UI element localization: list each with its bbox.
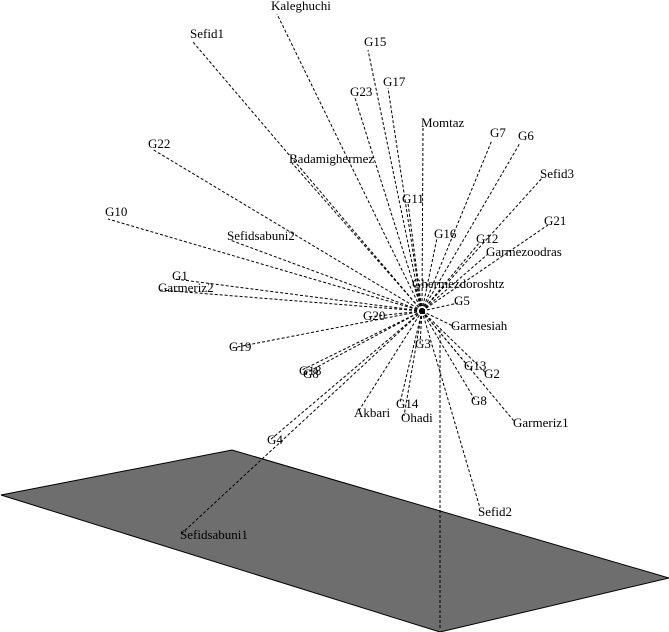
node-label-g3: G3 [415,336,431,351]
node-label-garmeriz1: Garmeriz1 [513,415,569,430]
ray-g5 [421,302,459,312]
ray-g7 [421,139,493,312]
node-label-g4: G4 [267,432,283,447]
node-label-g10: G10 [105,204,127,219]
ray-sefid3 [421,176,544,312]
ray-g15 [367,49,423,312]
node-label-akbari: Akbari [354,405,390,420]
ray-g18 [301,310,423,371]
ray-sefid1 [192,41,423,312]
node-label-g14: G14 [396,396,419,411]
rays-group [107,13,549,628]
node-label-g2: G2 [484,366,500,381]
node-label-g1: G1 [172,268,188,283]
ray-g12 [421,241,481,312]
node-label-g8b: G8 [303,366,319,381]
ray-badamighermez [291,162,423,312]
ray-g16 [421,237,438,312]
ray-g2 [421,310,488,375]
ray-ohadi [403,310,423,417]
ray-garmeriz2 [159,289,423,312]
ray-g22 [151,148,423,312]
ray-sefidsabuni2 [229,239,423,312]
node-label-g12: G12 [476,231,498,246]
node-label-g21: G21 [544,213,566,228]
ray-g11 [407,202,423,312]
ray-ghermezdoroshtz [414,284,423,312]
node-label-g6: G6 [518,128,534,143]
node-label-g11: G11 [402,191,424,206]
node-label-g15: G15 [364,34,386,49]
ray-g20 [367,310,423,318]
ray-garmesiah [421,310,456,328]
ray-g21 [421,224,549,312]
node-label-g5: G5 [454,293,470,308]
node-label-garmesiah: Garmesiah [451,318,508,333]
node-label-momtaz: Momtaz [421,115,465,130]
ray-g10 [107,218,423,312]
node-label-g8: G8 [471,393,487,408]
node-label-g20: G20 [363,308,385,323]
ray-garmezoodras [421,253,489,312]
node-label-g23: G23 [350,84,372,99]
node-label-garmeriz2: Garmeriz2 [158,280,214,295]
node-label-sefid1: Sefid1 [190,26,224,41]
ray-momtaz [421,127,424,312]
center-marker [420,309,425,314]
node-label-sefidsabuni2: Sefidsabuni2 [227,228,295,243]
node-label-g16: G16 [434,226,457,241]
node-label-sefid3: Sefid3 [540,166,574,181]
node-label-g13: G13 [464,358,486,373]
node-label-g19: G19 [229,339,251,354]
ray-g8 [421,310,476,401]
node-label-g17: G17 [383,74,406,89]
ray-g8b [303,310,423,375]
ray-g6 [421,142,521,312]
node-label-sefid2: Sefid2 [478,504,512,519]
ray-g17 [387,87,423,312]
ray-g14 [399,310,423,404]
base-plane [0,449,669,632]
ray-sefid2 [421,310,481,509]
node-label-garmezoodras: Garmezoodras [486,244,562,259]
node-label-ghermezdoroshtz: Ghermezdoroshtz [412,276,505,291]
node-label-kaleghuchi: Kaleghuchi [271,0,331,13]
node-label-g22: G22 [148,136,170,151]
ray-kaleghuchi [276,13,423,312]
node-label-badamighermez: Badamighermez [289,151,374,166]
ray-g19 [231,310,423,349]
ray-g4 [269,310,423,441]
node-label-sefidsabuni1: Sefidsabuni1 [180,527,248,542]
ray-garmeriz1 [421,310,515,422]
node-label-ohadi: Ohadi [401,410,433,425]
node-label-g7: G7 [490,125,506,140]
node-label-g18: G18 [299,363,321,378]
ray-g23 [354,97,423,312]
ray-g3 [419,310,423,346]
ray-g1 [174,278,423,312]
